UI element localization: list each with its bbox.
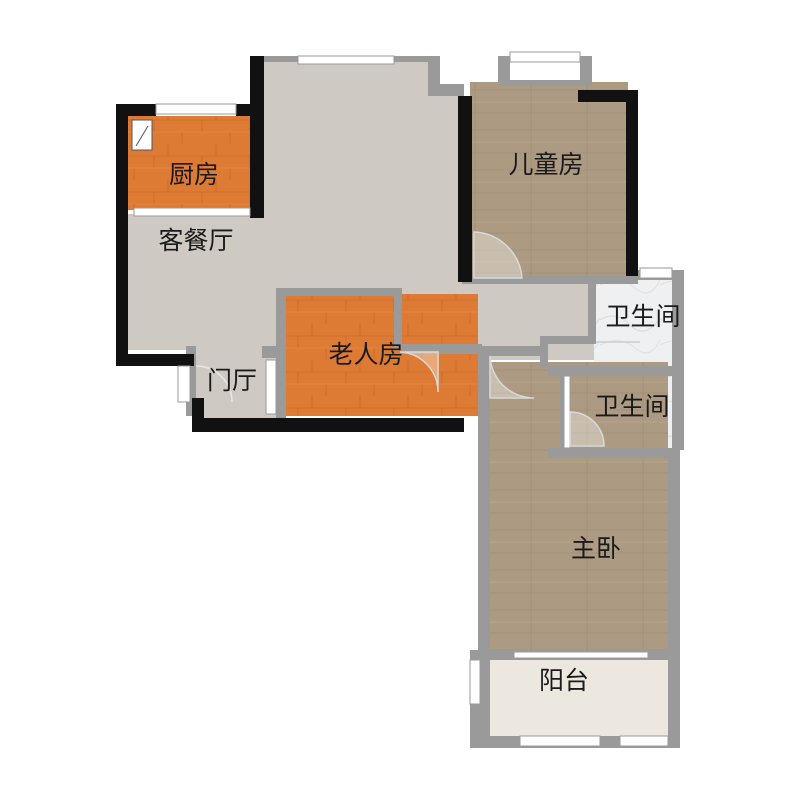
master-bedroom-label: 主卧 <box>571 534 621 563</box>
living-window <box>297 55 395 65</box>
foyer-floor <box>196 346 276 420</box>
elderly-room-door-swing <box>399 351 439 393</box>
elderly-room-floor <box>282 294 478 416</box>
door-swings <box>195 231 640 447</box>
children-room-door-swing <box>473 231 523 279</box>
kitchen-fridge-line <box>135 125 149 147</box>
kitchen-window <box>155 103 237 115</box>
balcony-side-window <box>469 659 481 705</box>
living-dining-label: 客餐厅 <box>158 226 233 255</box>
kitchen-label: 厨房 <box>169 160 219 189</box>
foyer-window <box>177 365 191 403</box>
black-walls <box>116 56 638 432</box>
bathroom-window <box>639 267 673 279</box>
balcony-bottom-window-1 <box>519 735 601 747</box>
children-room-window <box>509 51 581 63</box>
balcony-sliding-door <box>513 651 649 659</box>
balcony-bottom-window-2 <box>619 735 669 747</box>
master-bedroom-door-swing <box>489 355 535 399</box>
children-room-floor <box>470 82 628 278</box>
bathroom-1-floor <box>594 280 674 372</box>
kitchen-fridge-icon <box>131 119 153 151</box>
bathroom-2-door-frame <box>563 375 571 449</box>
master-bedroom-floor <box>488 362 668 652</box>
bathroom-2-door-swing <box>569 411 605 447</box>
balcony-label: 阳台 <box>539 666 589 695</box>
floors <box>122 62 674 740</box>
living-dining-floor <box>122 62 545 360</box>
children-room-label: 儿童房 <box>508 150 583 179</box>
foyer-door-swing <box>195 365 233 403</box>
foyer-label: 门厅 <box>207 366 257 395</box>
windows <box>133 51 673 747</box>
bathroom-2-label: 卫生间 <box>594 392 669 421</box>
room-labels: 厨房 客餐厅 儿童房 卫生间 卫生间 老人房 门厅 主卧 阳台 <box>158 150 680 695</box>
balcony-floor <box>484 658 668 740</box>
bathroom-1-label: 卫生间 <box>605 302 680 331</box>
foyer-door-frame <box>265 359 277 415</box>
elderly-room-label: 老人房 <box>328 340 403 369</box>
kitchen-sliding-door <box>133 207 251 217</box>
